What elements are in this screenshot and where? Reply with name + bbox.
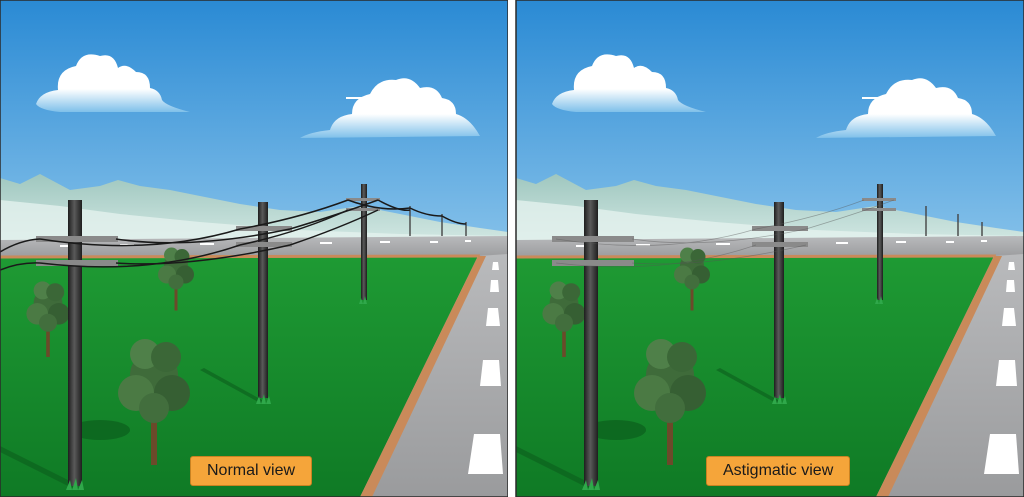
astigmatic-view-label: Astigmatic view [706, 456, 851, 486]
normal-view-panel [0, 0, 508, 497]
panel-divider [508, 0, 516, 497]
power-lines-sharp [0, 199, 467, 271]
power-lines-faded [555, 199, 895, 268]
astigmatic-view-panel [516, 0, 1024, 497]
normal-view-label: Normal view [190, 456, 313, 486]
